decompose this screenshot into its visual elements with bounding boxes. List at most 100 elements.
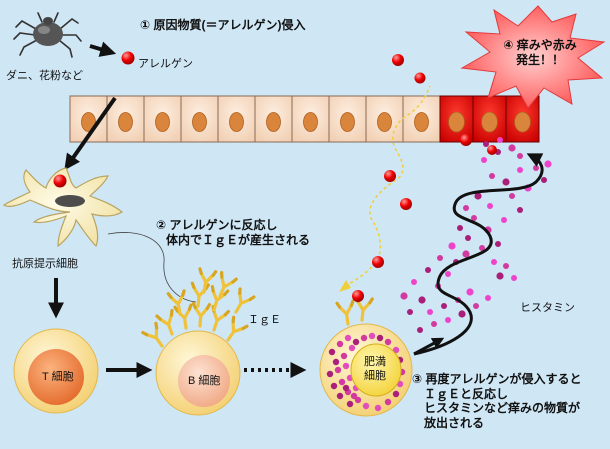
ige-antibody (210, 285, 230, 312)
skin-cell-nucleus (192, 112, 207, 132)
skin-cell (402, 95, 441, 143)
histamine-granule (517, 207, 523, 213)
skin-cell-nucleus (81, 112, 96, 132)
inflamed-cell-nucleus (481, 111, 498, 133)
granule (332, 358, 340, 366)
granule (384, 338, 392, 346)
histamine-granule (465, 235, 471, 241)
granule (342, 384, 350, 392)
histamine-granule (501, 217, 507, 223)
ige-antibodies (141, 267, 256, 348)
histamine-granule (541, 177, 547, 183)
allergen-dot (400, 198, 412, 210)
histamine-granule (497, 137, 503, 143)
step-4-line-2: 発生！！ (515, 52, 564, 67)
histamine-granule (445, 317, 451, 323)
histamine-granule (400, 292, 408, 300)
granule (338, 378, 346, 386)
histamine-granule (473, 303, 479, 309)
allergen-label: アレルゲン (138, 58, 193, 70)
granule (336, 340, 344, 348)
histamine-label: ヒスタミン (520, 302, 575, 314)
histamine-granule (483, 141, 489, 147)
histamine-granule (533, 165, 539, 171)
step-4-line-1: ④ 痒みや赤み (503, 38, 577, 52)
histamine-granule (509, 193, 515, 199)
skin-cell-nucleus (155, 112, 170, 132)
granule (360, 334, 368, 342)
histamine-granule (495, 241, 501, 247)
histamine-granule (487, 203, 493, 209)
ige-antibody (166, 289, 186, 316)
granule (346, 400, 354, 408)
allergen-dot (53, 174, 67, 188)
b-cell-label: B 細胞 (188, 375, 221, 387)
histamine-granule (503, 263, 509, 269)
histamine-granule (481, 157, 487, 163)
mast-cell-ige (335, 295, 374, 326)
histamine-granule (411, 279, 417, 285)
step-3-line-2: ＩｇＥと反応し (424, 386, 509, 401)
histamine-granule (448, 242, 456, 250)
allergen-particles (53, 51, 497, 302)
histamine-granule (544, 160, 552, 168)
histamine-granule (445, 271, 451, 277)
arrow-to-apc (64, 96, 117, 171)
step-3-line-4: 放出される (424, 415, 485, 430)
histamine-granule (485, 295, 491, 301)
t-cell-label: T 細胞 (42, 371, 74, 383)
histamine-particles (400, 137, 552, 333)
histamine-granule (418, 296, 426, 304)
granule (334, 366, 342, 374)
histamine-granule (457, 225, 463, 231)
histamine-granule (458, 310, 466, 318)
granule (336, 392, 344, 400)
histamine-spiral-arrow (413, 153, 544, 356)
step-3-line-1: ③ 再度アレルゲンが侵入すると (412, 372, 582, 386)
apc-label: 抗原提示細胞 (12, 258, 78, 270)
granule (352, 338, 360, 346)
step-2-line-1: ② アレルゲンに反応し (156, 218, 278, 232)
granule (326, 370, 334, 378)
ige-antibody (155, 308, 174, 336)
skin-cell-nucleus (303, 112, 318, 132)
granule (376, 334, 384, 342)
inflamed-cell-nucleus (514, 111, 531, 133)
ige-antibody (226, 315, 249, 342)
ige-antibody (211, 305, 231, 332)
dust-mite-icon (13, 12, 82, 58)
allergen-dot (487, 145, 497, 155)
ige-antibody (234, 287, 256, 314)
ige-label: ＩｇＥ (248, 314, 281, 326)
histamine-granule (491, 259, 497, 265)
skin-cell-nucleus (118, 112, 133, 132)
b-cell (155, 330, 241, 416)
entry-arrow (89, 41, 117, 57)
granule (384, 398, 392, 406)
granule (362, 402, 370, 410)
source-label: ダニ、花粉など (6, 70, 83, 82)
granule (350, 392, 358, 400)
granule (342, 362, 350, 370)
granule (348, 344, 356, 352)
mast-cell-label: 肥満 細胞 (364, 356, 386, 384)
itch-burst-shape (460, 5, 606, 109)
histamine-granule (479, 245, 485, 251)
histamine-granule (517, 153, 523, 159)
allergen-dot (414, 72, 426, 84)
step-3-line-3: ヒスタミンなど痒みの物質が (424, 401, 581, 416)
skin-cell-nucleus (414, 112, 429, 132)
histamine-granule (517, 167, 523, 173)
granule (392, 390, 400, 398)
histamine-granule (441, 303, 447, 309)
step-2-label: ② アレルゲンに反応し 体内でＩｇＥが産生される (156, 218, 310, 247)
allergen-dot (392, 54, 404, 66)
step-1-label: ① 原因物質(＝アレルゲン)侵入 (140, 18, 306, 32)
histamine-granule (427, 309, 433, 315)
ige-antibody (198, 267, 218, 294)
inflamed-cell-nucleus (448, 111, 465, 133)
skin-cell-nucleus (229, 112, 244, 132)
step-3-label: ③ 再度アレルゲンが侵入すると ＩｇＥと反応し ヒスタミンなど痒みの物質が 放出… (412, 372, 582, 431)
histamine-granule (502, 178, 510, 186)
allergen-dot (121, 51, 135, 65)
